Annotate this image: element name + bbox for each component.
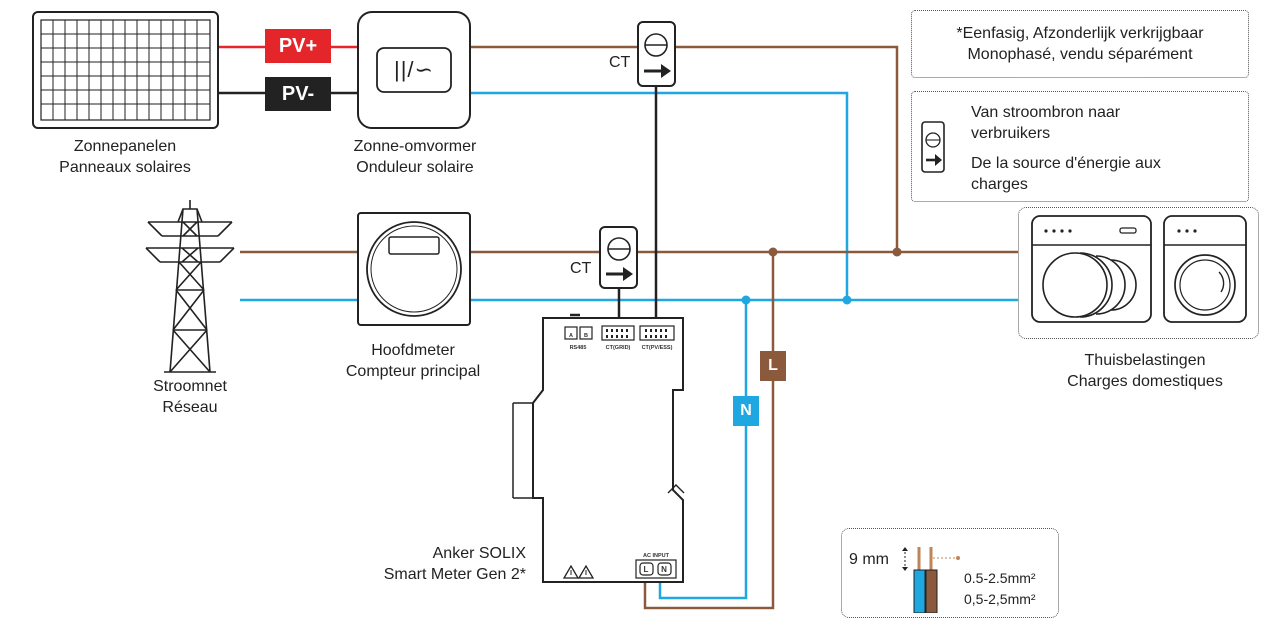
home-loads-box (1018, 207, 1259, 339)
ac-input-label: AC INPUT (643, 553, 670, 559)
legend-nl-line2: verbruikers (971, 125, 1051, 142)
smart-meter-label-line1: Anker SOLIX (432, 545, 526, 562)
inverter-label: Zonne-omvormer Onduleur solaire (320, 136, 510, 178)
main-meter-label: Hoofdmeter Compteur principal (318, 340, 508, 382)
solar-panel-icon (32, 11, 219, 129)
pv-plus-tag: PV+ (265, 29, 331, 63)
grid-label: Stroomnet Réseau (120, 376, 260, 418)
solar-panels-label-nl: Zonnepanelen (73, 138, 177, 155)
legend-ct-icon (921, 121, 945, 173)
inverter-label-nl: Zonne-omvormer (353, 138, 477, 155)
port-b-label: B (584, 333, 588, 339)
ct-pv-port-label: CT(PV/ESS) (642, 345, 673, 351)
grid-label-nl: Stroomnet (153, 378, 227, 395)
ct-signal-cables (617, 86, 658, 318)
transmission-tower-icon (145, 200, 235, 373)
home-loads-label-nl: Thuisbelastingen (1084, 352, 1206, 369)
dishwasher-icon (1031, 215, 1152, 323)
legend-box (911, 91, 1249, 202)
smart-meter-label-line2: Smart Meter Gen 2* (383, 566, 526, 583)
home-loads-label-fr: Charges domestiques (1067, 373, 1223, 390)
legend-nl-line1: Van stroombron naar (971, 104, 1121, 121)
rs485-label: RS485 (570, 345, 587, 351)
smart-meter-device-icon: A B RS485 CT(GRID) CT(PV/ESS) AC INPUT L… (512, 313, 685, 583)
legend-nl-text: Van stroombron naar verbruikers (971, 102, 1120, 144)
legend-fr-line1: De la source d'énergie aux (971, 155, 1161, 172)
smart-meter-label: Anker SOLIX Smart Meter Gen 2* (310, 543, 526, 585)
port-l-label: L (644, 565, 649, 574)
footnote-line1: *Eenfasig, Afzonderlijk verkrijgbaar (956, 25, 1204, 42)
washing-machine-icon (1163, 215, 1247, 323)
neutral-wire-tag: N (733, 396, 759, 426)
wire-section-nl: 0.5-2.5mm² (964, 570, 1036, 586)
wire-section-fr: 0,5-2,5mm² (964, 591, 1036, 607)
meter-neutral-feed-wire (658, 300, 748, 600)
inverter-neutral-wire (470, 91, 849, 300)
port-n-label: N (661, 565, 667, 574)
inverter-live-wire (470, 45, 899, 252)
meter-live-feed-wire (643, 252, 775, 610)
legend-fr-line2: charges (971, 176, 1028, 193)
junction-dots (741, 247, 902, 305)
solar-panels-label: Zonnepanelen Panneaux solaires (30, 136, 220, 178)
footnote-box (911, 10, 1249, 78)
ct-top-label: CT (609, 54, 631, 71)
live-wire-tag: L (760, 351, 786, 381)
port-a-label: A (569, 333, 573, 339)
main-meter-label-fr: Compteur principal (345, 363, 481, 380)
ct-clamp-top-icon (637, 21, 676, 87)
home-loads-label: Thuisbelastingen Charges domestiques (1030, 350, 1260, 392)
footnote-line2: Monophasé, vendu séparément (967, 46, 1193, 63)
inverter-symbol: ||/∽ (394, 57, 434, 82)
grid-label-fr: Réseau (162, 399, 218, 416)
inverter-icon (357, 11, 471, 129)
ct-middle-label: CT (570, 260, 592, 277)
footnote-text: *Eenfasig, Afzonderlijk verkrijgbaar Mon… (911, 23, 1249, 65)
pv-minus-tag: PV- (265, 77, 331, 111)
inverter-label-fr: Onduleur solaire (356, 159, 474, 176)
ct-grid-port-label: CT(GRID) (606, 345, 631, 351)
solar-panels-label-fr: Panneaux solaires (59, 159, 191, 176)
legend-fr-text: De la source d'énergie aux charges (971, 153, 1161, 195)
ct-clamp-middle-icon (599, 226, 638, 289)
main-meter-label-nl: Hoofdmeter (371, 342, 455, 359)
main-meter-icon (357, 212, 471, 326)
strip-length-label: 9 mm (849, 551, 889, 568)
wire-strip-icon (902, 547, 960, 613)
